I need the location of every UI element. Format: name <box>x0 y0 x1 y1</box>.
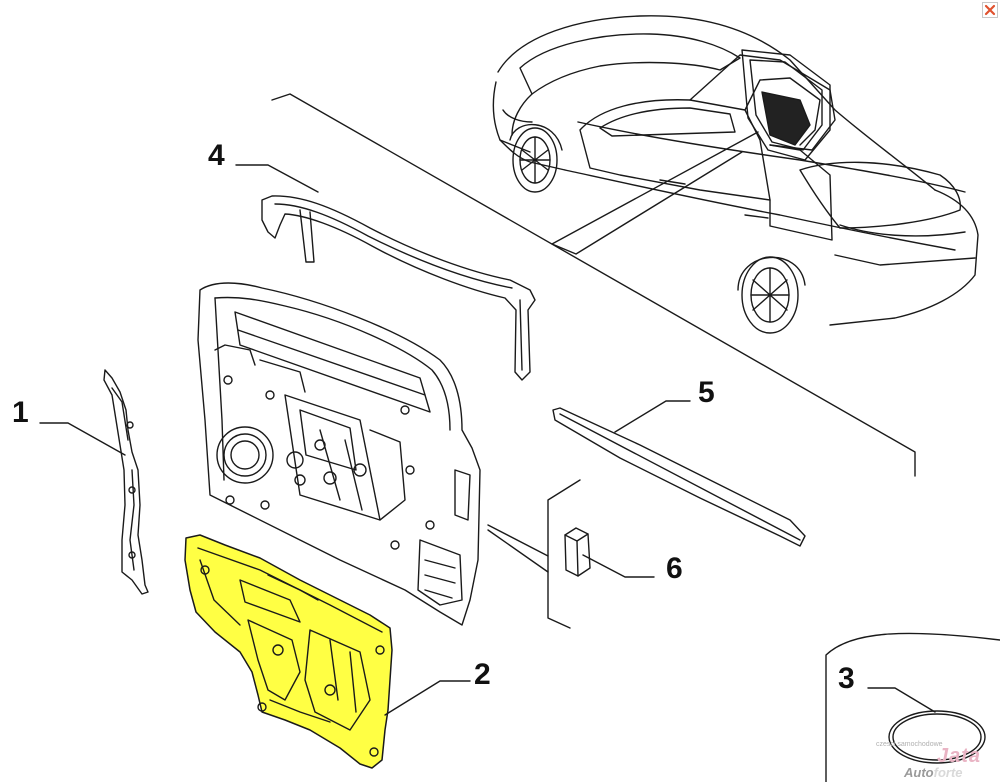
watermark-brand: Jata <box>937 745 982 767</box>
car-illustration <box>492 15 979 334</box>
leader-3 <box>867 687 936 713</box>
leader-5 <box>614 400 691 433</box>
part-3-inset <box>825 632 1000 782</box>
callout-3: 3 <box>838 662 855 695</box>
watermark-subbrand: Autoforte <box>904 765 963 780</box>
callout-1: 1 <box>12 396 29 429</box>
subgroup-bracket <box>547 479 581 629</box>
door-shell <box>197 282 481 626</box>
callout-6: 6 <box>666 552 683 585</box>
leader-6 <box>582 554 655 578</box>
leader-1 <box>39 422 126 456</box>
watermark-sub-prefix: Auto <box>904 765 934 780</box>
close-button[interactable] <box>982 2 998 18</box>
watermark-sub-suffix: forte <box>933 765 963 780</box>
part-6-clip <box>564 527 591 577</box>
part-5-weatherstrip <box>552 407 806 547</box>
callout-5: 5 <box>698 376 715 409</box>
callout-4: 4 <box>208 139 225 172</box>
watermark-caption: czesci samochodowe <box>876 741 943 748</box>
leader-2 <box>384 680 471 716</box>
close-icon <box>984 4 996 16</box>
car-leader-line <box>551 131 759 255</box>
leader-4 <box>235 164 319 193</box>
part-2-panel <box>184 534 393 769</box>
part-1-reinforcement <box>103 369 149 595</box>
group-bracket-line <box>271 93 916 477</box>
callout-2: 2 <box>474 658 491 691</box>
part-4-window-frame <box>261 195 536 381</box>
